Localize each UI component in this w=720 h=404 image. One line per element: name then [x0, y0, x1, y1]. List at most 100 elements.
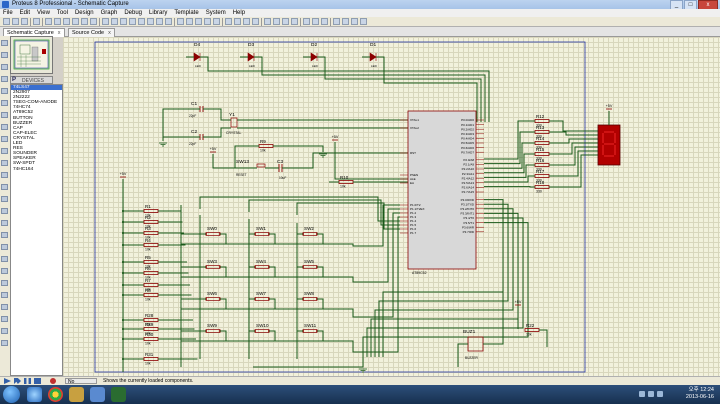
origin-icon[interactable]: [120, 18, 127, 25]
grid-icon[interactable]: [111, 18, 118, 25]
chrome-icon[interactable]: [48, 387, 63, 402]
rotate-ccw-icon[interactable]: [1, 316, 8, 322]
probe-icon[interactable]: [1, 184, 8, 190]
block-move-icon[interactable]: [234, 18, 241, 25]
selection-mode-icon[interactable]: [1, 40, 8, 46]
package-icon[interactable]: [282, 18, 289, 25]
device-list-item[interactable]: 74LS47: [11, 85, 62, 91]
3d-icon[interactable]: [72, 18, 79, 25]
device-list-item[interactable]: 74HC164: [13, 166, 34, 172]
device-pins-icon[interactable]: [1, 136, 8, 142]
subcircuit-icon[interactable]: [1, 112, 8, 118]
home-icon[interactable]: [45, 18, 52, 25]
menu-help[interactable]: Help: [232, 10, 246, 16]
pcb-icon[interactable]: [63, 18, 70, 25]
tray-arrow-icon[interactable]: [639, 391, 645, 397]
wire-autorouter-icon[interactable]: [303, 18, 310, 25]
instrument-icon[interactable]: [1, 196, 8, 202]
menu-debug[interactable]: Debug: [124, 10, 142, 16]
pan-icon[interactable]: [129, 18, 136, 25]
ie-icon[interactable]: [27, 387, 42, 402]
start-button-icon[interactable]: [3, 386, 20, 403]
design-explorer-icon[interactable]: [333, 18, 340, 25]
menu-template[interactable]: Template: [174, 10, 199, 16]
make-device-icon[interactable]: [273, 18, 280, 25]
device-list-item[interactable]: 7SEG-COM-ANODE: [13, 100, 58, 106]
device-list-item[interactable]: CRYSTAL: [13, 135, 35, 141]
tape-icon[interactable]: [1, 160, 8, 166]
arc-icon[interactable]: [1, 244, 8, 250]
device-list-item[interactable]: AT89C52: [13, 110, 33, 116]
wire-label-icon[interactable]: [1, 76, 8, 82]
close-icon[interactable]: x: [57, 30, 61, 36]
menu-library[interactable]: Library: [149, 10, 168, 16]
component-mode-icon[interactable]: [1, 52, 8, 58]
zoom-in-icon[interactable]: [138, 18, 145, 25]
redo-icon[interactable]: [186, 18, 193, 25]
block-rotate-icon[interactable]: [243, 18, 250, 25]
flip-v-icon[interactable]: [1, 340, 8, 346]
step-icon[interactable]: [14, 378, 21, 384]
pick-icon[interactable]: [264, 18, 271, 25]
menu-view[interactable]: View: [37, 10, 50, 16]
device-list-item[interactable]: 2N2907: [13, 90, 30, 96]
menu-graph[interactable]: Graph: [100, 10, 118, 16]
menu-design[interactable]: Design: [74, 10, 94, 16]
cut-icon[interactable]: [195, 18, 202, 25]
folder-icon[interactable]: [69, 387, 84, 402]
buses-icon[interactable]: [1, 100, 8, 106]
save-icon[interactable]: [21, 18, 28, 25]
pause-icon[interactable]: [24, 378, 31, 384]
device-list-item[interactable]: 2N2222: [13, 95, 30, 101]
menu-tool[interactable]: Tool: [56, 10, 68, 16]
schematic-icon[interactable]: [54, 18, 61, 25]
marker-icon[interactable]: [1, 292, 8, 298]
open-icon[interactable]: [12, 18, 19, 25]
proteus-taskbar-icon[interactable]: [111, 387, 126, 402]
line-icon[interactable]: [1, 208, 8, 214]
new-file-icon[interactable]: [3, 18, 10, 25]
property-icon[interactable]: [321, 18, 328, 25]
zoom-out-icon[interactable]: [147, 18, 154, 25]
remove-sheet-icon[interactable]: [351, 18, 358, 25]
menu-edit[interactable]: Edit: [19, 10, 31, 16]
pick-devices-button[interactable]: P: [12, 77, 17, 83]
device-list-item[interactable]: CAP-ELEC: [13, 130, 37, 136]
gerber-icon[interactable]: [81, 18, 88, 25]
device-list-item[interactable]: CAP: [13, 125, 23, 131]
stop-icon[interactable]: [34, 378, 41, 384]
bom-icon[interactable]: [90, 18, 97, 25]
device-list-item[interactable]: BUZZER: [13, 120, 33, 126]
terminals-icon[interactable]: [1, 124, 8, 130]
netlist-icon[interactable]: [360, 18, 367, 25]
messages-icon[interactable]: [50, 378, 56, 384]
device-list-item[interactable]: SOUNDER: [13, 151, 37, 157]
play-icon[interactable]: [4, 378, 11, 384]
zoom-area-icon[interactable]: [165, 18, 172, 25]
copy-icon[interactable]: [204, 18, 211, 25]
device-list-item[interactable]: RES: [13, 146, 23, 152]
volume-icon[interactable]: [657, 391, 663, 397]
device-list-item[interactable]: LED: [13, 141, 23, 147]
device-list-item[interactable]: 74HC74: [13, 105, 31, 111]
path-icon[interactable]: [1, 256, 8, 262]
text-script-icon[interactable]: [1, 88, 8, 94]
app-icon[interactable]: [90, 387, 105, 402]
decompose-icon[interactable]: [291, 18, 298, 25]
network-icon[interactable]: [648, 391, 654, 397]
box-icon[interactable]: [1, 220, 8, 226]
symbol-icon[interactable]: [1, 280, 8, 286]
device-list-item[interactable]: BUTTON: [13, 115, 33, 121]
paste-icon[interactable]: [213, 18, 220, 25]
overview-window[interactable]: [10, 36, 53, 74]
zoom-all-icon[interactable]: [156, 18, 163, 25]
generator-icon[interactable]: [1, 172, 8, 178]
search-icon[interactable]: [312, 18, 319, 25]
print-icon[interactable]: [33, 18, 40, 25]
block-copy-icon[interactable]: [225, 18, 232, 25]
junction-dot-icon[interactable]: [1, 64, 8, 70]
